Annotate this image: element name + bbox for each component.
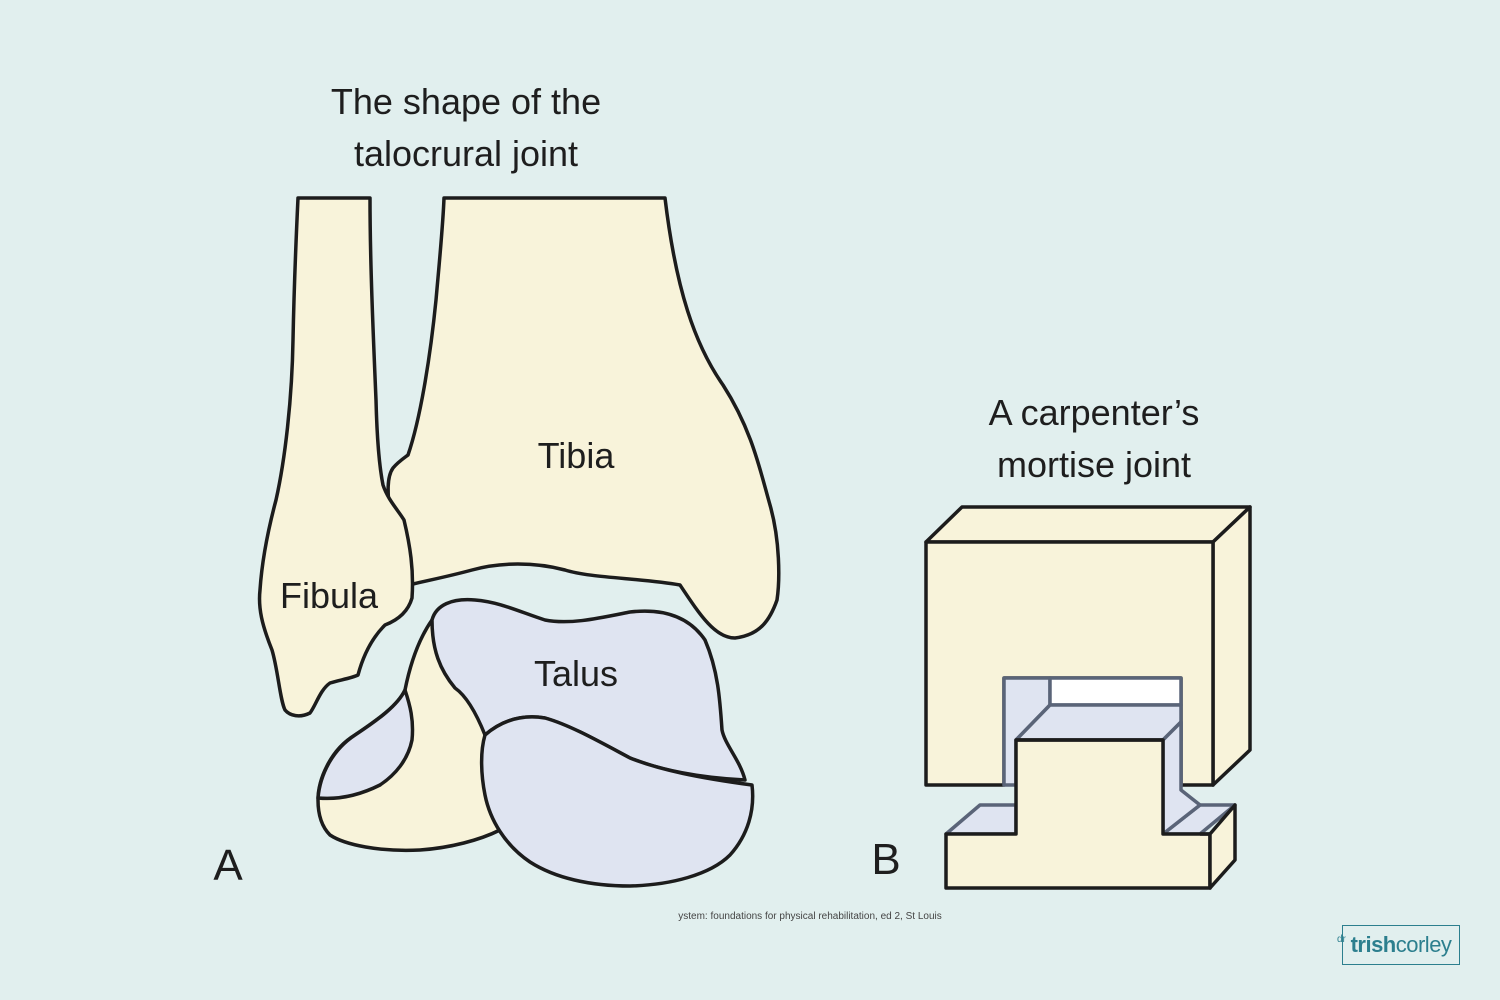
brand-logo[interactable]: dr trishcorley xyxy=(1337,925,1460,965)
fibula-bone xyxy=(257,196,415,718)
tenon-shoulder-left xyxy=(944,803,1018,836)
mortise-title-line-1: A carpenter’s xyxy=(989,392,1200,433)
fibula-label: Fibula xyxy=(280,575,379,616)
source-caption: ystem: foundations for physical rehabili… xyxy=(678,911,941,922)
panel-a-label: A xyxy=(213,841,243,890)
tenon-front-face xyxy=(944,738,1212,890)
tibia-bone xyxy=(386,196,781,640)
panel-b-label: B xyxy=(871,835,900,884)
talocrural-joint-illustration: Tibia Fibula Talus xyxy=(257,196,781,888)
mortise-joint-illustration xyxy=(924,505,1252,890)
diagram-title-line-2: talocrural joint xyxy=(354,133,578,174)
mortise-block-top-face xyxy=(924,505,1252,544)
diagram-title-line-1: The shape of the xyxy=(331,81,601,122)
tenon-top-edge xyxy=(1016,738,1210,836)
logo-name-rest: corley xyxy=(1395,932,1452,957)
talus-label: Talus xyxy=(534,653,618,694)
tenon-side-face xyxy=(1208,803,1237,890)
logo-name: trishcorley xyxy=(1351,932,1452,958)
mortise-title-line-2: mortise joint xyxy=(997,444,1191,485)
mortise-block-side-face xyxy=(1211,505,1252,787)
tibia-label: Tibia xyxy=(538,435,616,476)
talus-facet xyxy=(316,688,415,801)
talus-head xyxy=(479,715,755,888)
logo-prefix: dr xyxy=(1337,934,1346,945)
mortise-cavity-back xyxy=(1048,676,1183,707)
logo-name-bold: trish xyxy=(1350,932,1397,957)
